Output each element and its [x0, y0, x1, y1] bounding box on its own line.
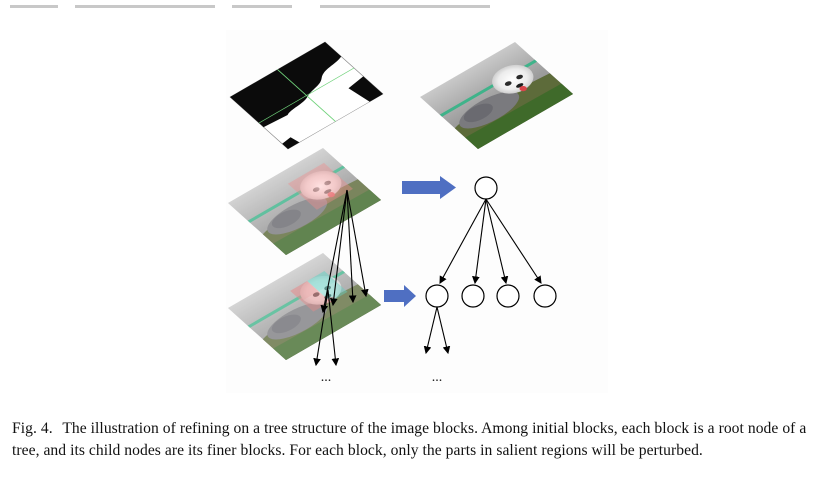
caption-text: The illustration of refining on a tree s…: [12, 420, 807, 459]
finer-blocks-layer: [228, 252, 382, 360]
initial-blocks-layer: [228, 147, 382, 255]
tree-child-node-2: [461, 284, 485, 308]
saliency-mask-layer: [229, 41, 384, 150]
layer3-downward-arrows: [313, 289, 340, 367]
figure-illustration: ... ...: [228, 41, 573, 385]
layer2-to-layer3-arrows: [320, 189, 369, 314]
tree-child-node-1: [425, 284, 449, 308]
cropped-text-fragment: [0, 0, 821, 8]
figure-caption: Fig. 4. The illustration of refining on …: [12, 418, 808, 462]
ellipsis-left: ...: [321, 370, 332, 385]
tree-child-node-4: [533, 284, 557, 308]
tree-root-node: [474, 176, 498, 200]
ellipsis-right: ...: [432, 370, 443, 385]
blue-arrow-top: [402, 176, 456, 199]
tree-diagram: [425, 176, 557, 308]
tree-child-node-3: [496, 284, 520, 308]
tree-edges: [423, 198, 542, 355]
figure-label: Fig. 4.: [12, 420, 53, 437]
blue-arrow-bottom: [384, 285, 416, 307]
